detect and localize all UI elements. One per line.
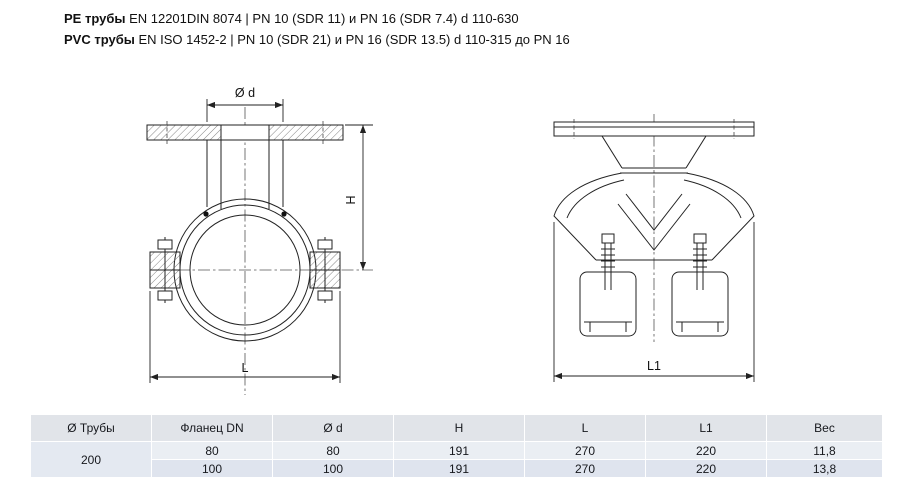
dim-label-height: H <box>344 195 358 204</box>
cell-l: 270 <box>525 460 645 477</box>
cell-d: 100 <box>273 460 393 477</box>
cell-flange-dn: 100 <box>152 460 272 477</box>
branch-neck <box>206 140 284 209</box>
table-row: 200 80 80 191 270 220 11,8 <box>31 442 882 477</box>
col-header-l: L <box>525 415 645 441</box>
dim-label-length-l1: L1 <box>647 359 661 373</box>
spec-line-pvc: PVC трубы EN ISO 1452-2 | PN 10 (SDR 21)… <box>64 29 570 50</box>
cell-weight: 11,8 <box>767 442 882 459</box>
seal-dot-right <box>281 211 287 217</box>
table-header-row: Ø Трубы Фланец DN Ø d H L L1 Вес <box>31 415 882 441</box>
cell-h: 191 <box>394 442 524 459</box>
col-header-l1: L1 <box>646 415 766 441</box>
spec-line-pe-label: PE трубы <box>64 11 126 26</box>
cell-pipe-size: 200 <box>31 442 151 477</box>
cell-l1: 220 <box>646 442 766 459</box>
col-header-weight: Вес <box>767 415 882 441</box>
cell-l: 270 <box>525 442 645 459</box>
col-header-d: Ø d <box>273 415 393 441</box>
clamp-bolts <box>157 237 333 303</box>
spec-header: PE трубы EN 12201DIN 8074 | PN 10 (SDR 1… <box>64 8 570 50</box>
branch-flange-side <box>553 119 755 139</box>
cell-l1: 220 <box>646 460 766 477</box>
cell-h: 191 <box>394 460 524 477</box>
front-view-dimensions <box>149 99 373 383</box>
seal-dot-left <box>203 211 209 217</box>
col-header-pipe-diameter: Ø Трубы <box>31 415 151 441</box>
dim-label-diameter: Ø d <box>235 86 255 100</box>
spec-line-pe: PE трубы EN 12201DIN 8074 | PN 10 (SDR 1… <box>64 8 570 29</box>
spec-line-pvc-label: PVC трубы <box>64 32 135 47</box>
cell-weight: 13,8 <box>767 460 882 477</box>
branch-flange <box>146 121 344 144</box>
table-row: 100 100 191 270 220 13,8 <box>31 460 882 477</box>
front-view-geometry <box>146 107 373 395</box>
cell-flange-dn: 80 <box>152 442 272 459</box>
dimension-table: Ø Трубы Фланец DN Ø d H L L1 Вес 200 80 … <box>30 414 883 478</box>
spec-line-pe-text: EN 12201DIN 8074 | PN 10 (SDR 11) и PN 1… <box>125 11 519 26</box>
side-view-drawing: L1 <box>553 114 755 382</box>
col-header-flange-dn: Фланец DN <box>152 415 272 441</box>
front-view-drawing: Ø d H L <box>146 86 373 395</box>
col-header-h: H <box>394 415 524 441</box>
saddle-body <box>553 135 755 261</box>
dim-label-length: L <box>242 361 249 375</box>
cell-d: 80 <box>273 442 393 459</box>
side-view-geometry <box>553 114 755 342</box>
side-view-dimensions <box>553 222 755 382</box>
bolt-assembly-right <box>671 233 729 337</box>
bolt-assembly-left <box>579 233 637 337</box>
spec-line-pvc-text: EN ISO 1452-2 | PN 10 (SDR 21) и PN 16 (… <box>134 32 570 47</box>
dimension-table-wrap: Ø Трубы Фланец DN Ø d H L L1 Вес 200 80 … <box>30 414 882 478</box>
